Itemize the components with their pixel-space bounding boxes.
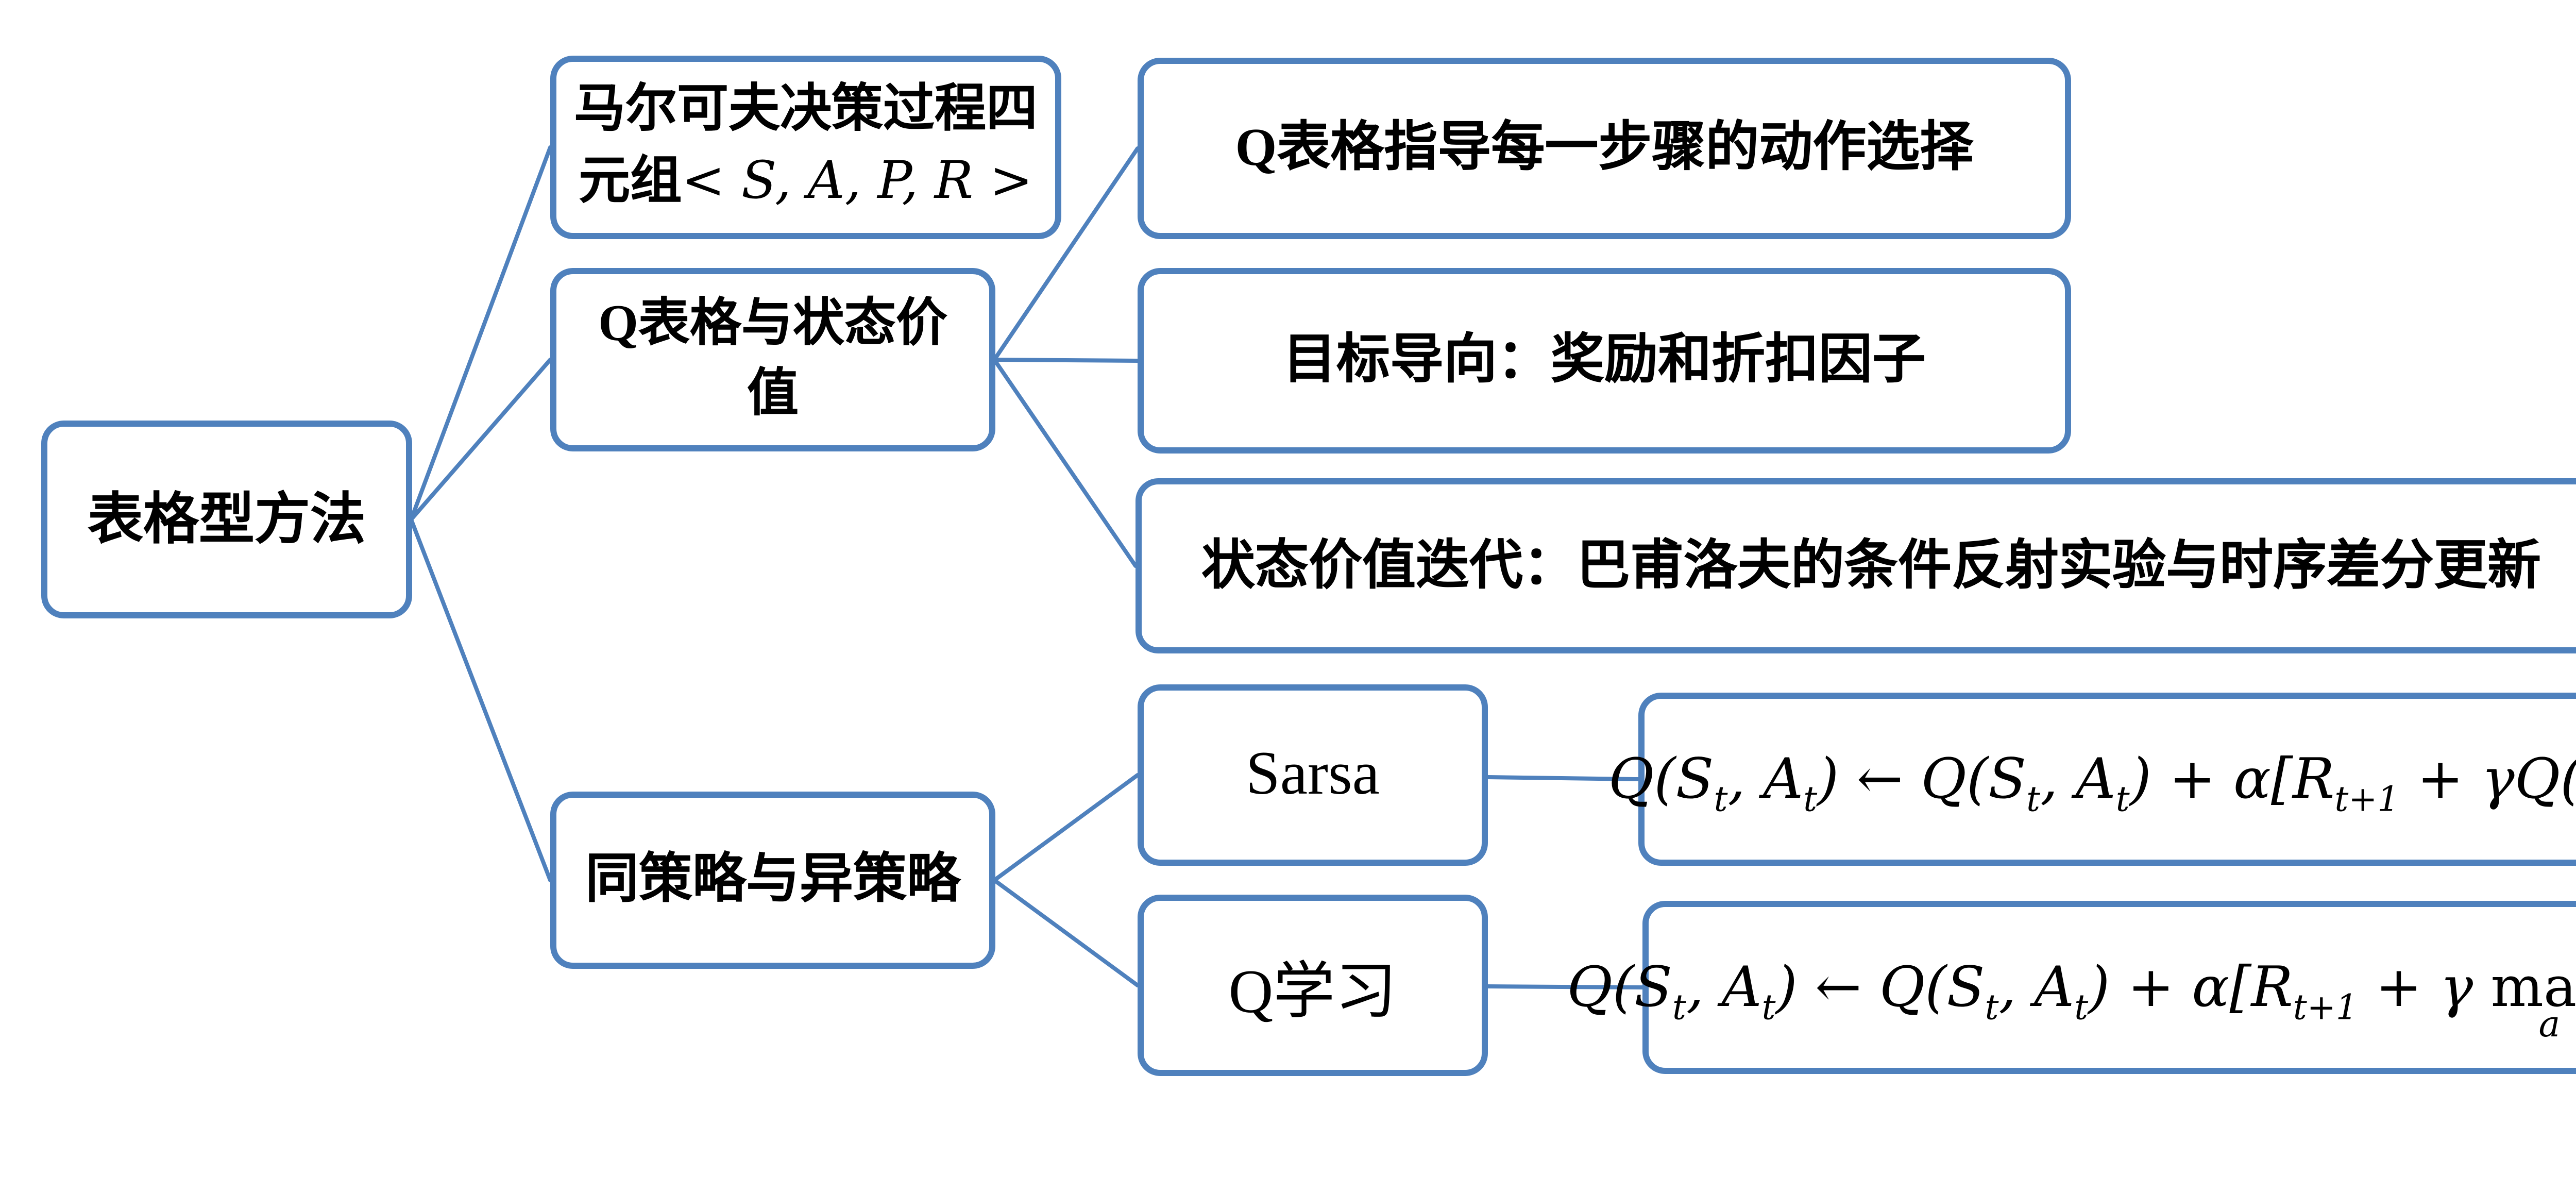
- node-mdp-tuple[interactable]: 马尔可夫决策过程四 元组< S, A, P, R >: [550, 56, 1061, 239]
- node-label: 同策略与异策略: [585, 850, 960, 910]
- node-label: 马尔可夫决策过程四 元组< S, A, P, R >: [574, 77, 1038, 218]
- connector-qtable-goal: [992, 358, 1140, 363]
- node-label: 表格型方法: [88, 488, 366, 550]
- node-qlearning-update-formula[interactable]: Q(St, At) ← Q(St, At) + α[Rt+1 + γ maxa …: [1567, 901, 2576, 1074]
- node-sarsa-update-formula[interactable]: Q(St, At) ← Q(St, At) + α[Rt+1 + γQ(St+1…: [1608, 693, 2576, 866]
- mdp-line2-text: 元组: [579, 155, 682, 210]
- connector-root-mdp: [409, 145, 552, 522]
- connector-qtable-iter: [992, 358, 1138, 568]
- node-tabular-methods[interactable]: 表格型方法: [41, 421, 412, 618]
- node-sarsa[interactable]: Sarsa: [1138, 684, 1488, 866]
- node-qtable-action-selection[interactable]: Q表格指导每一步骤的动作选择: [1138, 58, 2071, 239]
- node-label: Q表格与状态价值: [598, 296, 947, 422]
- connector-root-policy: [409, 517, 552, 882]
- node-goal-reward-discount[interactable]: 目标导向：奖励和折扣因子: [1138, 268, 2071, 454]
- node-label: Sarsa: [1246, 740, 1380, 808]
- node-on-off-policy[interactable]: 同策略与异策略: [550, 792, 995, 969]
- node-qlearning[interactable]: Q学习: [1138, 895, 1488, 1076]
- node-qtable-state-value[interactable]: Q表格与状态价值: [550, 268, 995, 451]
- mdp-tuple-math: < S, A, P, R >: [682, 150, 1033, 210]
- connector-policy-qlearn: [992, 878, 1140, 987]
- node-label: 目标导向：奖励和折扣因子: [1282, 330, 1926, 391]
- node-state-value-iteration[interactable]: 状态价值迭代：巴甫洛夫的条件反射实验与时序差分更新: [1136, 478, 2576, 653]
- mdp-line1: 马尔可夫决策过程四: [573, 83, 1038, 139]
- node-label: 状态价值迭代：巴甫洛夫的条件反射实验与时序差分更新: [1201, 535, 2541, 596]
- connector-qtable-qstep: [992, 146, 1140, 362]
- node-label: Q表格指导每一步骤的动作选择: [1235, 118, 1974, 178]
- connector-qlearn-formula: [1486, 984, 1645, 989]
- connector-policy-sarsa: [992, 773, 1140, 882]
- sarsa-update-formula: Q(St, At) ← Q(St, At) + α[Rt+1 + γQ(St+1…: [1608, 747, 2576, 818]
- connector-root-qtable: [409, 358, 552, 522]
- connector-sarsa-formula: [1486, 775, 1640, 781]
- qlearning-update-formula: Q(St, At) ← Q(St, At) + α[Rt+1 + γ maxa …: [1567, 955, 2576, 1046]
- node-label: Q学习: [1228, 959, 1397, 1027]
